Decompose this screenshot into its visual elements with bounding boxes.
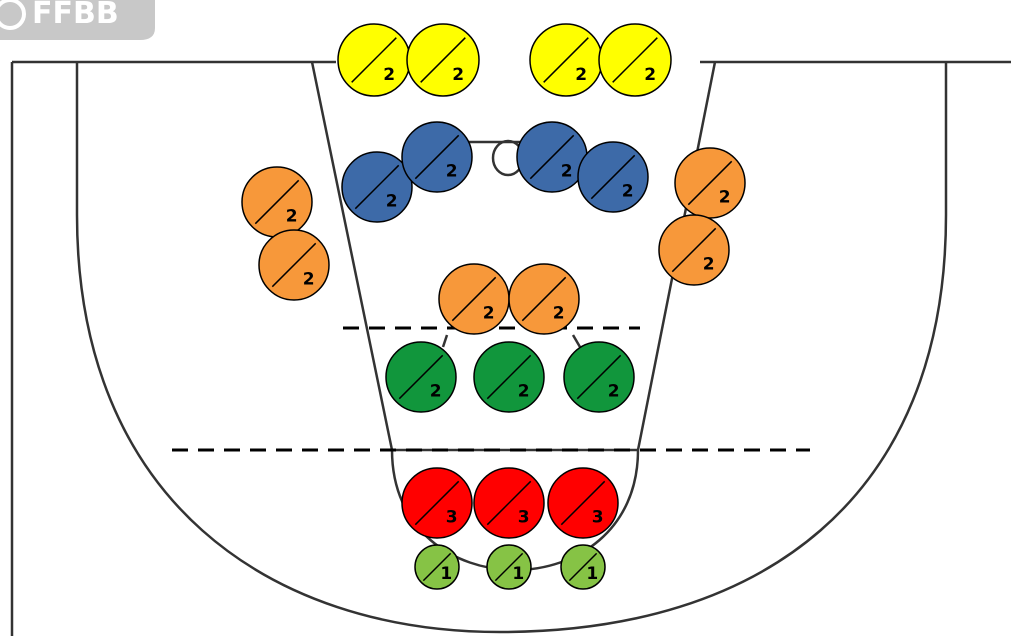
shooting-spot-yellow: 2 bbox=[337, 23, 411, 97]
spot-slash bbox=[271, 242, 317, 288]
spot-value: 2 bbox=[703, 254, 715, 274]
spot-slash bbox=[521, 276, 567, 322]
ball-icon bbox=[0, 0, 26, 30]
shooting-spot-orange: 2 bbox=[508, 263, 580, 335]
spot-value: 2 bbox=[575, 65, 587, 85]
spot-value: 1 bbox=[512, 564, 524, 584]
spot-slash bbox=[351, 37, 397, 83]
spot-value: 2 bbox=[383, 65, 395, 85]
three-point-arc bbox=[75, 214, 948, 634]
spot-slash bbox=[576, 354, 622, 400]
shooting-spot-orange: 2 bbox=[258, 229, 330, 301]
shooting-spot-green: 2 bbox=[473, 341, 545, 413]
spot-slash bbox=[486, 480, 532, 526]
spot-value: 2 bbox=[622, 181, 634, 201]
spot-value: 1 bbox=[440, 564, 452, 584]
dashed-lines bbox=[172, 326, 810, 452]
shooting-spot-green: 2 bbox=[385, 341, 457, 413]
logo-text: FFBB bbox=[32, 0, 119, 31]
spot-slash bbox=[398, 354, 444, 400]
shooting-spot-orange: 2 bbox=[438, 263, 510, 335]
spot-slash bbox=[420, 37, 466, 83]
spot-value: 2 bbox=[644, 65, 656, 85]
spot-slash bbox=[590, 154, 636, 200]
spot-slash bbox=[354, 164, 400, 210]
spot-slash bbox=[494, 552, 524, 582]
spot-value: 3 bbox=[446, 507, 458, 527]
spot-value: 1 bbox=[586, 564, 598, 584]
spot-slash bbox=[414, 480, 460, 526]
shooting-spot-green: 2 bbox=[563, 341, 635, 413]
shooting-spot-yellow: 2 bbox=[529, 23, 603, 97]
shooting-spot-blue: 2 bbox=[401, 121, 473, 193]
shooting-spot-blue: 2 bbox=[516, 121, 588, 193]
spot-value: 2 bbox=[483, 303, 495, 323]
spot-slash bbox=[671, 227, 717, 273]
lane-left-line bbox=[310, 61, 394, 451]
spot-slash bbox=[414, 134, 460, 180]
spot-slash bbox=[687, 160, 733, 206]
shooting-spot-yellow: 2 bbox=[406, 23, 480, 97]
lane-hash-right bbox=[571, 334, 582, 348]
spot-value: 2 bbox=[386, 191, 398, 211]
shooting-spot-red: 3 bbox=[547, 467, 619, 539]
shooting-spot-red: 3 bbox=[401, 467, 473, 539]
shooting-spot-red: 3 bbox=[473, 467, 545, 539]
shooting-spot-light-green: 1 bbox=[414, 544, 460, 590]
spot-value: 2 bbox=[719, 187, 731, 207]
spot-slash bbox=[486, 354, 532, 400]
ffbb-logo: FFBB bbox=[0, 0, 155, 40]
shooting-spot-orange: 2 bbox=[674, 147, 746, 219]
spot-slash bbox=[568, 552, 598, 582]
shooting-spot-blue: 2 bbox=[341, 151, 413, 223]
shooting-spots: 2 2 2 2 2 2 2 2 2 2 2 2 2 2 2 2 2 3 3 3 1 1 1 bbox=[241, 23, 746, 590]
spot-value: 2 bbox=[452, 65, 464, 85]
spot-value: 2 bbox=[286, 206, 298, 226]
spot-value: 2 bbox=[518, 381, 530, 401]
spot-value: 2 bbox=[303, 269, 315, 289]
spot-value: 2 bbox=[561, 161, 573, 181]
lane-hash-left bbox=[441, 334, 449, 348]
spot-value: 2 bbox=[553, 303, 565, 323]
shooting-spot-orange: 2 bbox=[658, 214, 730, 286]
spot-slash bbox=[560, 480, 606, 526]
shooting-spot-blue: 2 bbox=[577, 141, 649, 213]
shooting-spot-light-green: 1 bbox=[560, 544, 606, 590]
spot-value: 2 bbox=[430, 381, 442, 401]
shooting-spot-orange: 2 bbox=[241, 166, 313, 238]
spot-slash bbox=[612, 37, 658, 83]
shooting-spot-yellow: 2 bbox=[598, 23, 672, 97]
shooting-spot-light-green: 1 bbox=[486, 544, 532, 590]
spot-value: 2 bbox=[608, 381, 620, 401]
spot-slash bbox=[451, 276, 497, 322]
spot-slash bbox=[529, 134, 575, 180]
spot-value: 3 bbox=[592, 507, 604, 527]
spot-value: 2 bbox=[446, 161, 458, 181]
spot-value: 3 bbox=[518, 507, 530, 527]
spot-slash bbox=[422, 552, 452, 582]
spot-slash bbox=[254, 179, 300, 225]
spot-slash bbox=[543, 37, 589, 83]
